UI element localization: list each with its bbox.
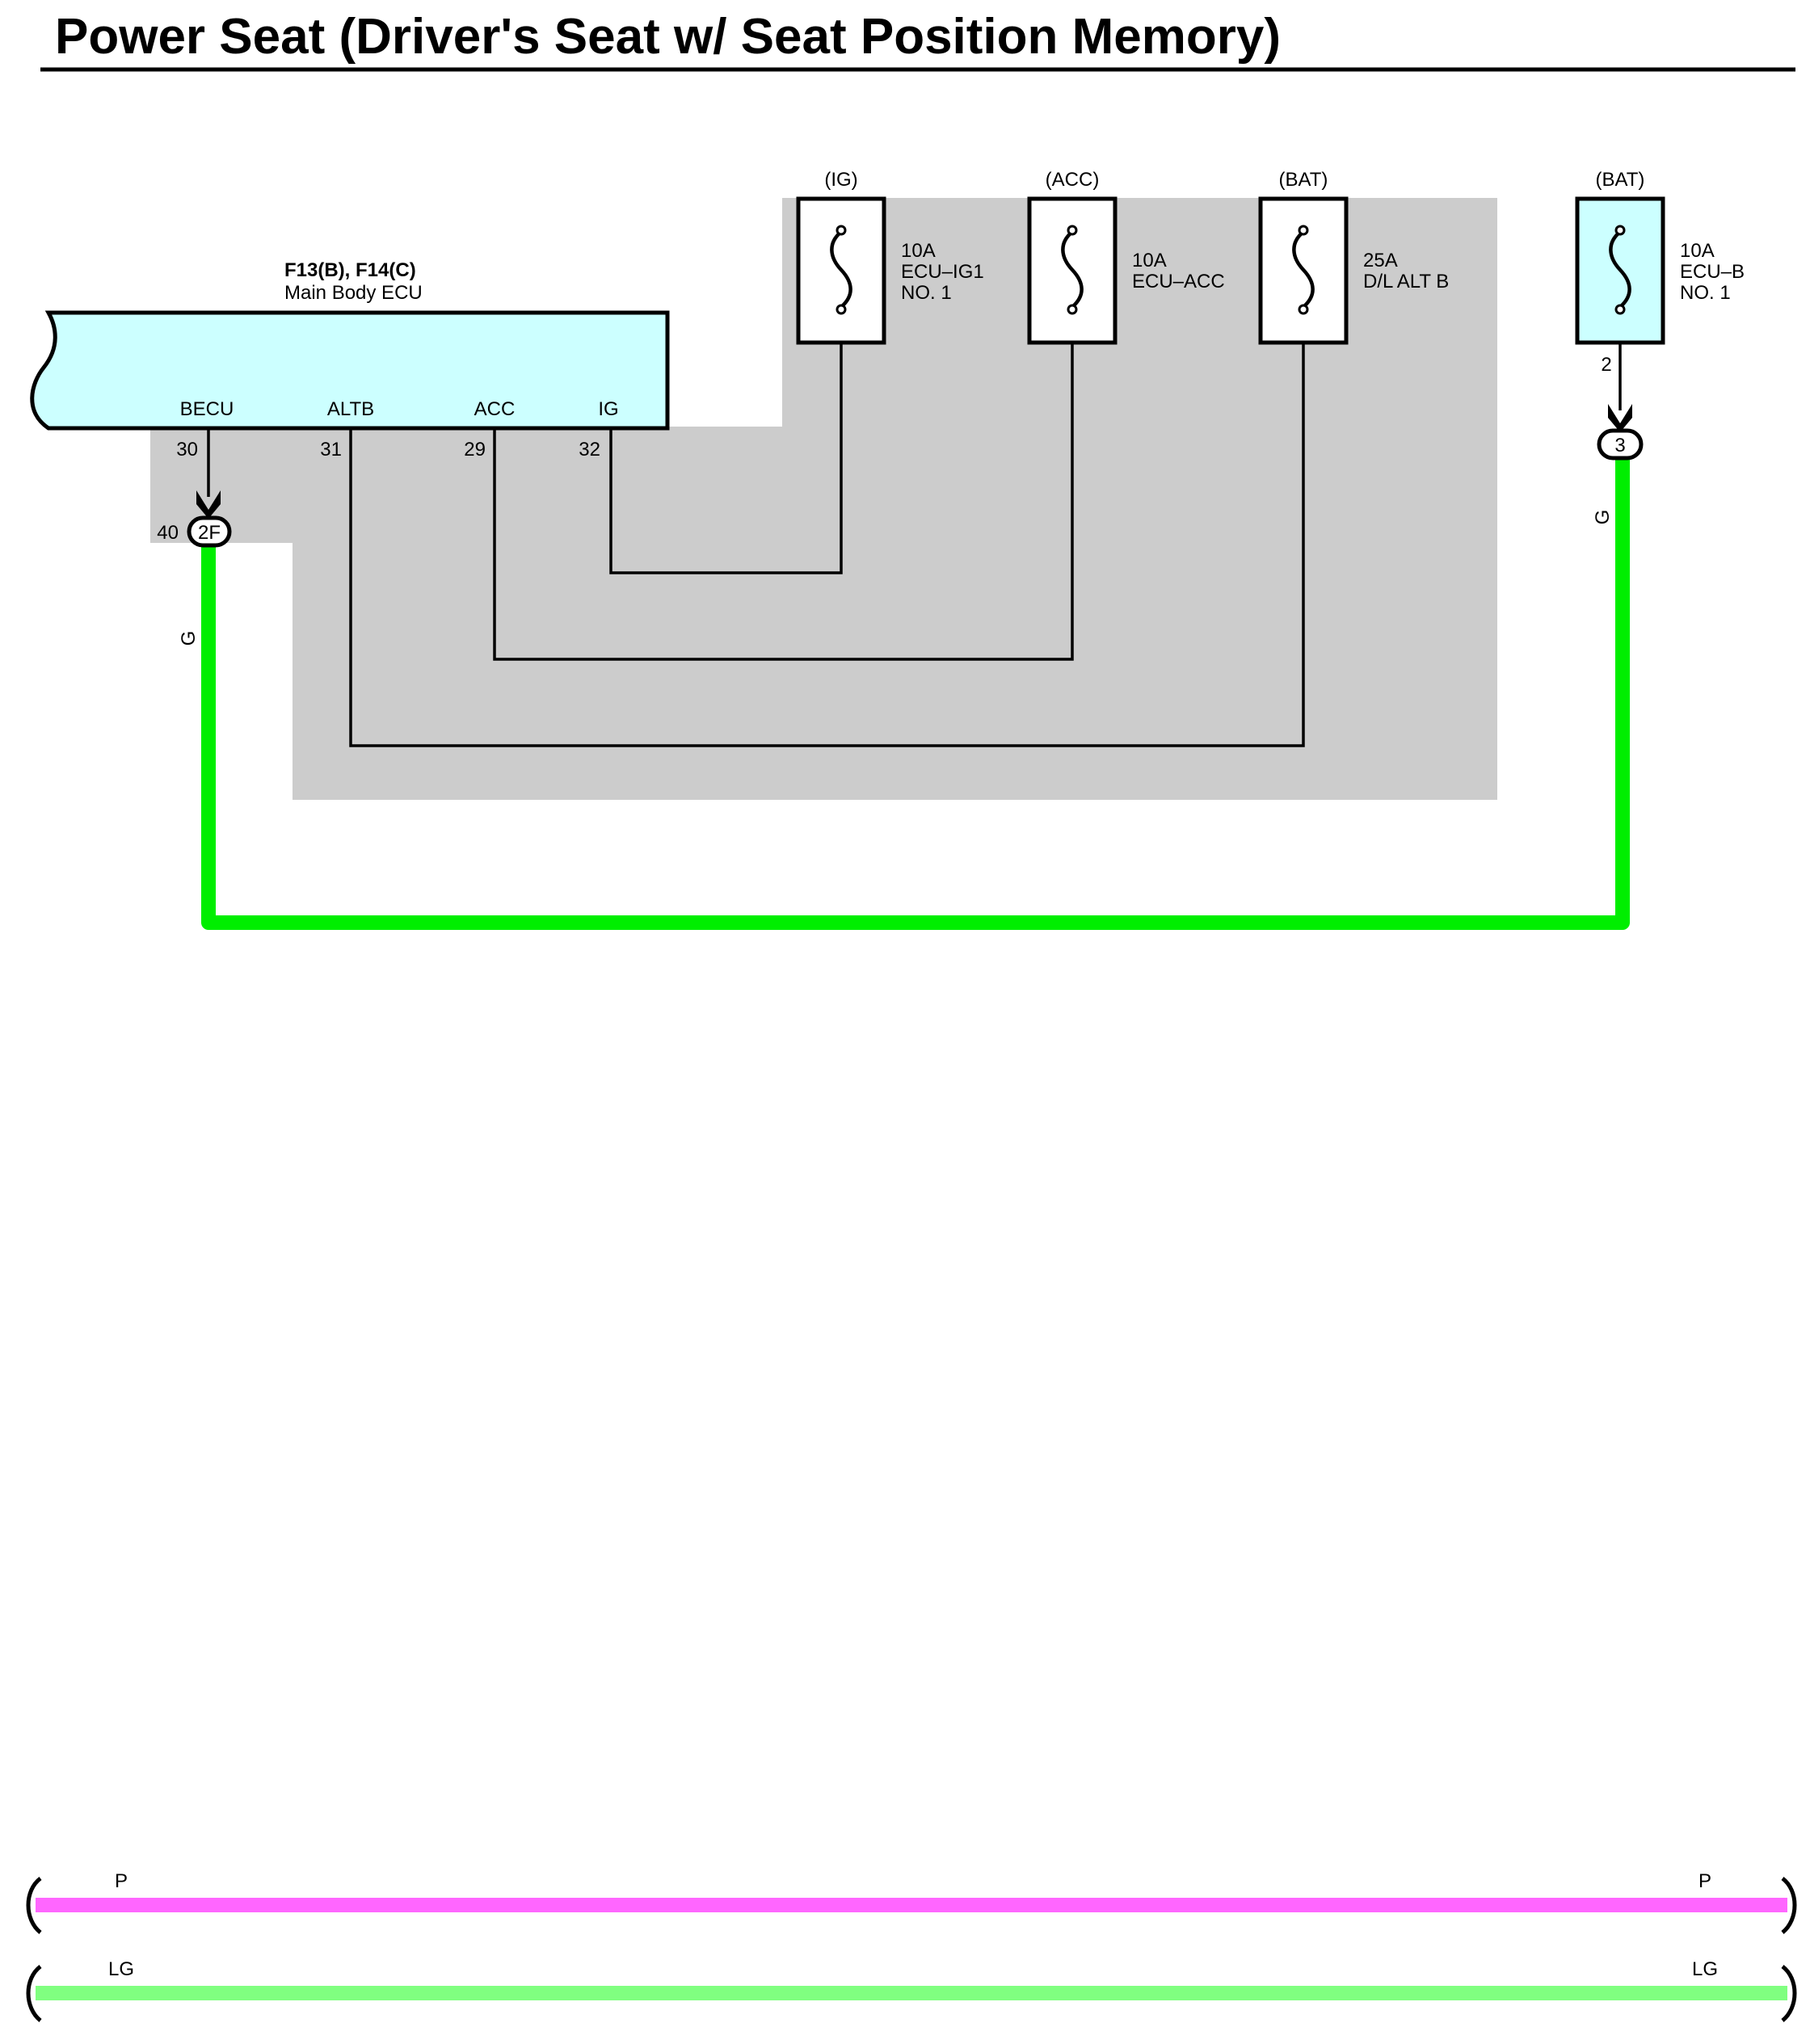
wire-break-icon <box>1781 1965 1797 2022</box>
wire-ig <box>609 311 843 574</box>
pin-number-31: 31 <box>320 439 342 461</box>
wire-acc <box>493 311 1074 661</box>
fuse-3-name: D/L ALT B <box>1363 271 1449 292</box>
ecu-name-label: Main Body ECU <box>284 282 423 304</box>
bottom-wire-lg: LG LG <box>26 1958 1797 2022</box>
wire-altb <box>349 343 1305 747</box>
pin-name-becu: BECU <box>180 398 234 420</box>
fuse-1-name: ECU–IG1 <box>901 261 984 283</box>
wire-break-icon <box>26 1965 42 2022</box>
connector-arrow-icon <box>1608 404 1632 432</box>
diagram-title: Power Seat (Driver's Seat w/ Seat Positi… <box>55 9 1281 65</box>
fuse-icon <box>1061 225 1084 315</box>
fuse-2-name: ECU–ACC <box>1132 271 1225 292</box>
wire-break-icon <box>26 1877 42 1934</box>
pin-number-29: 29 <box>464 439 486 461</box>
connector-arrow-icon <box>196 490 221 519</box>
bottom-wire-p: P P <box>26 1870 1797 1934</box>
pin-number-32: 32 <box>579 439 600 461</box>
fuse-3-source: (BAT) <box>1279 169 1328 191</box>
fuse-1-rating: 10A <box>901 240 936 262</box>
wire-label-right: G <box>1592 510 1614 525</box>
fuse-2-source: (ACC) <box>1046 169 1100 191</box>
fuse-icon <box>1292 225 1315 315</box>
fuse-icon <box>830 225 852 315</box>
junction-block-shading <box>150 198 1497 800</box>
main-body-ecu <box>30 310 670 431</box>
fuse-4-pin: 2 <box>1601 354 1611 376</box>
wire-lg-left-label: LG <box>108 1958 134 1980</box>
connector-2f <box>187 515 232 548</box>
fuse-1-name-2: NO. 1 <box>901 282 952 304</box>
fuse-3-rating: 25A <box>1363 250 1398 271</box>
fuse-2-rating: 10A <box>1132 250 1167 271</box>
connector-3 <box>1597 428 1644 461</box>
pin-name-acc: ACC <box>474 398 516 420</box>
wire-label-left: G <box>178 631 200 646</box>
wire-p-left-label: P <box>115 1870 128 1892</box>
connector-2f-label: 2F <box>198 522 221 544</box>
wire-p-right-label: P <box>1698 1870 1711 1892</box>
ecu-connector-label: F13(B), F14(C) <box>284 259 416 281</box>
wire-break-icon <box>1781 1877 1797 1934</box>
fuse-icon <box>1609 225 1631 315</box>
fuse-4-source: (BAT) <box>1596 169 1645 191</box>
fuse-1-box <box>796 196 886 345</box>
pin-number-30: 30 <box>176 439 198 461</box>
fuse-4-name: ECU–B <box>1680 261 1745 283</box>
connector-3-label: 3 <box>1614 435 1625 456</box>
fuse-4-name-2: NO. 1 <box>1680 282 1731 304</box>
wire-lg-right-label: LG <box>1692 1958 1718 1980</box>
pin-name-ig: IG <box>598 398 618 420</box>
fuse-4-rating: 10A <box>1680 240 1715 262</box>
wire-g <box>201 449 1630 930</box>
fuse-1-source: (IG) <box>824 169 857 191</box>
connector-2f-pin: 40 <box>157 522 179 544</box>
pin-name-altb: ALTB <box>327 398 374 420</box>
